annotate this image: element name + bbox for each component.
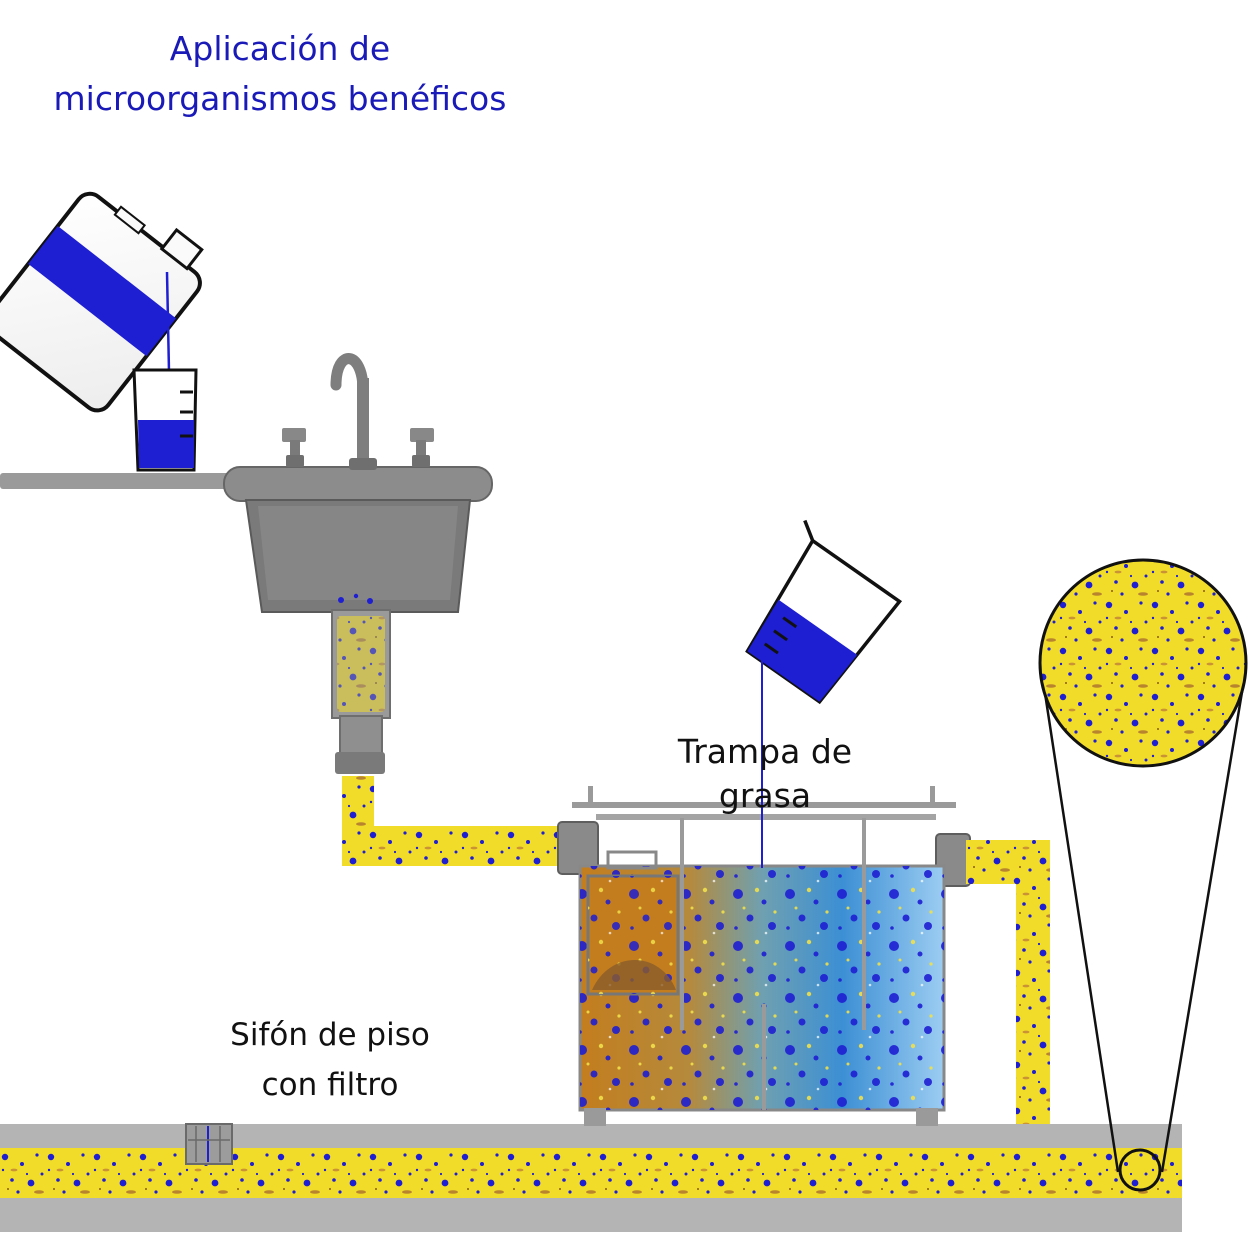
sink (223, 353, 493, 774)
magnifier-zoom (1038, 558, 1248, 1192)
counter (0, 473, 260, 489)
microorganism-jug-icon (0, 191, 204, 413)
title-line-1: Aplicación de (169, 29, 391, 68)
floor-pipe (0, 1124, 1182, 1232)
beaker-icon (132, 368, 198, 472)
measuring-jug-icon (745, 519, 903, 705)
grease-trap-label: Trampa de grasa (677, 732, 853, 815)
sink-drain-pipe (342, 776, 564, 866)
floor-drain-filter-icon (185, 1123, 233, 1165)
grease-trap (572, 786, 956, 1126)
faucet-icon (282, 353, 434, 470)
floor-drain-label-line-2: con filtro (261, 1067, 399, 1103)
diagram-title: Aplicación de microorganismos benéficos (40, 24, 520, 124)
title-line-2: microorganismos benéficos (53, 79, 507, 118)
sink-strainer (331, 593, 391, 774)
floor-drain-label: Sifón de piso con filtro (200, 1010, 460, 1110)
floor-drain-label-line-1: Sifón de piso (230, 1017, 430, 1053)
trap-connectors (557, 821, 1050, 1140)
